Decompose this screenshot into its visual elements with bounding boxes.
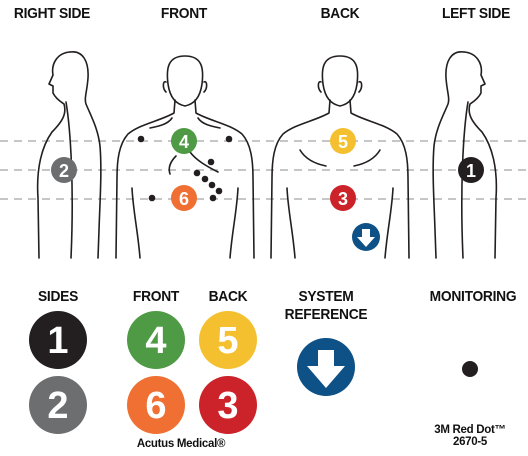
monitoring-dot [149,195,156,202]
electrode-1-number: 1 [466,161,476,181]
legend-monitoring-title: MONITORING [422,288,523,305]
monitoring-dot [208,159,215,166]
legend-electrode-5: 5 [199,311,257,369]
legend-electrode-1-number: 1 [47,320,68,362]
left-side-figure [433,52,496,258]
legend-electrode-4: 4 [127,311,185,369]
legend-back-title: BACK [195,288,261,305]
placed-system-reference [352,223,380,251]
electrode-4-number: 4 [179,132,189,152]
placed-electrode-2: 2 [51,157,77,183]
front-figure [116,56,254,258]
legend-electrode-2-number: 2 [47,385,68,427]
red-dot-caption-line2: 2670-5 [412,436,528,448]
legend-sides-title: SIDES [21,288,95,305]
legend-front-title: FRONT [121,288,191,305]
left-side-label: LEFT SIDE [428,5,524,22]
placed-electrode-6: 6 [171,185,197,211]
legend-electrode-2: 2 [29,376,87,434]
placed-electrode-1: 1 [458,157,484,183]
reference-lines [0,141,528,199]
placed-electrode-5: 5 [330,128,356,154]
electrode-3-number: 3 [338,189,348,209]
legend-electrode-3-number: 3 [217,385,238,427]
monitoring-dot [209,182,216,189]
monitoring-dot [202,176,209,183]
legend-system-reference [297,338,355,396]
right-side-label: RIGHT SIDE [4,5,100,22]
legend-electrode-4-number: 4 [145,320,166,362]
legend-system-reference-line1: SYSTEM [280,288,372,306]
legend-electrode-1: 1 [29,311,87,369]
legend-system-reference-title: SYSTEM REFERENCE [280,288,372,324]
electrode-5-number: 5 [338,132,348,152]
legend-electrode-6: 6 [127,376,185,434]
right-side-figure [38,52,101,258]
red-dot-caption: 3M Red Dot™ 2670-5 [412,424,528,448]
electrode-2-number: 2 [59,161,69,181]
legend-electrode-5-number: 5 [217,320,238,362]
front-label: FRONT [138,5,230,22]
monitoring-dot [226,136,233,143]
back-figure [271,56,409,258]
placed-electrode-4: 4 [171,128,197,154]
legend-monitoring-dot [462,361,478,377]
monitoring-dot [216,188,223,195]
monitoring-dot [194,170,201,177]
placed-electrode-3: 3 [330,185,356,211]
legend-electrode-6-number: 6 [145,385,166,427]
electrode-6-number: 6 [179,189,189,209]
red-dot-caption-line1: 3M Red Dot™ [412,424,528,436]
monitoring-dot [138,136,145,143]
acutus-caption: Acutus Medical® [106,438,256,450]
back-label: BACK [303,5,377,22]
legend-electrode-3: 3 [199,376,257,434]
legend-system-reference-line2: REFERENCE [280,306,372,324]
monitoring-dot [210,195,217,202]
